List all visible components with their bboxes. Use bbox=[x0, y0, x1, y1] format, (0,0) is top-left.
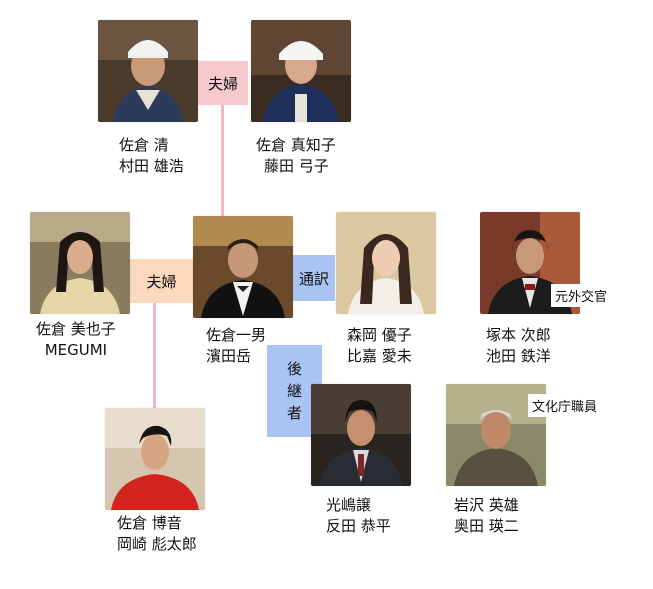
actor-name: 村田 雄浩 bbox=[119, 157, 184, 175]
name-miyako: 佐倉 美也子 MEGUMI bbox=[36, 319, 116, 361]
actor-name: MEGUMI bbox=[44, 341, 108, 359]
photo-jo bbox=[311, 384, 411, 486]
role-name: 光嶋譲 bbox=[326, 496, 372, 514]
name-yuko: 森岡 優子 比嘉 愛未 bbox=[347, 325, 412, 367]
role-name: 佐倉一男 bbox=[206, 326, 267, 344]
role-name: 佐倉 清 bbox=[119, 136, 169, 154]
name-eiyu: 岩沢 英雄 奥田 瑛二 bbox=[454, 495, 519, 537]
role-name: 塚本 次郎 bbox=[486, 326, 551, 344]
name-jo: 光嶋譲 反田 恭平 bbox=[326, 495, 391, 537]
actor-name: 池田 鉄洋 bbox=[486, 347, 551, 365]
actor-name: 奥田 瑛二 bbox=[454, 517, 519, 535]
actor-name: 濱田岳 bbox=[206, 347, 252, 365]
actor-name: 岡崎 彪太郎 bbox=[117, 535, 197, 553]
actor-name: 反田 恭平 bbox=[326, 517, 391, 535]
connector-couple-top-to-kazuo bbox=[221, 104, 224, 216]
relation-couple-top: 夫婦 bbox=[198, 61, 248, 105]
actor-name: 比嘉 愛未 bbox=[347, 347, 412, 365]
role-name: 佐倉 真知子 bbox=[256, 136, 336, 154]
role-name: 森岡 優子 bbox=[347, 326, 412, 344]
name-machiko: 佐倉 真知子 藤田 弓子 bbox=[256, 135, 336, 177]
relation-interpreter-label: 通訳 bbox=[298, 269, 329, 288]
connector-couple-mid-to-hiroto bbox=[153, 302, 156, 408]
relation-couple-top-label: 夫婦 bbox=[207, 74, 238, 93]
photo-yuko bbox=[336, 212, 436, 314]
photo-hiroto bbox=[105, 408, 205, 510]
name-hiroto: 佐倉 博音 岡崎 彪太郎 bbox=[117, 513, 197, 555]
name-kazuo: 佐倉一男 濱田岳 bbox=[206, 325, 266, 367]
relation-couple-mid-label: 夫婦 bbox=[146, 272, 177, 291]
photo-kiyoshi bbox=[98, 20, 198, 122]
title-jiro: 元外交官 bbox=[551, 284, 612, 307]
role-name: 岩沢 英雄 bbox=[454, 496, 519, 514]
relation-interpreter: 通訳 bbox=[293, 255, 335, 301]
relation-successor-char: 継 bbox=[286, 382, 302, 400]
relation-successor-char: 後 bbox=[286, 360, 302, 378]
role-name: 佐倉 美也子 bbox=[36, 320, 116, 338]
photo-machiko bbox=[251, 20, 351, 122]
name-kiyoshi: 佐倉 清 村田 雄浩 bbox=[119, 135, 184, 177]
relation-successor-char: 者 bbox=[286, 404, 302, 422]
actor-name: 藤田 弓子 bbox=[264, 157, 329, 175]
photo-miyako bbox=[30, 212, 130, 314]
relation-couple-mid: 夫婦 bbox=[130, 259, 193, 303]
photo-kazuo bbox=[193, 216, 293, 318]
role-name: 佐倉 博音 bbox=[117, 514, 182, 532]
name-jiro: 塚本 次郎 池田 鉄洋 bbox=[486, 325, 551, 367]
title-eiyu: 文化庁職員 bbox=[528, 394, 602, 417]
